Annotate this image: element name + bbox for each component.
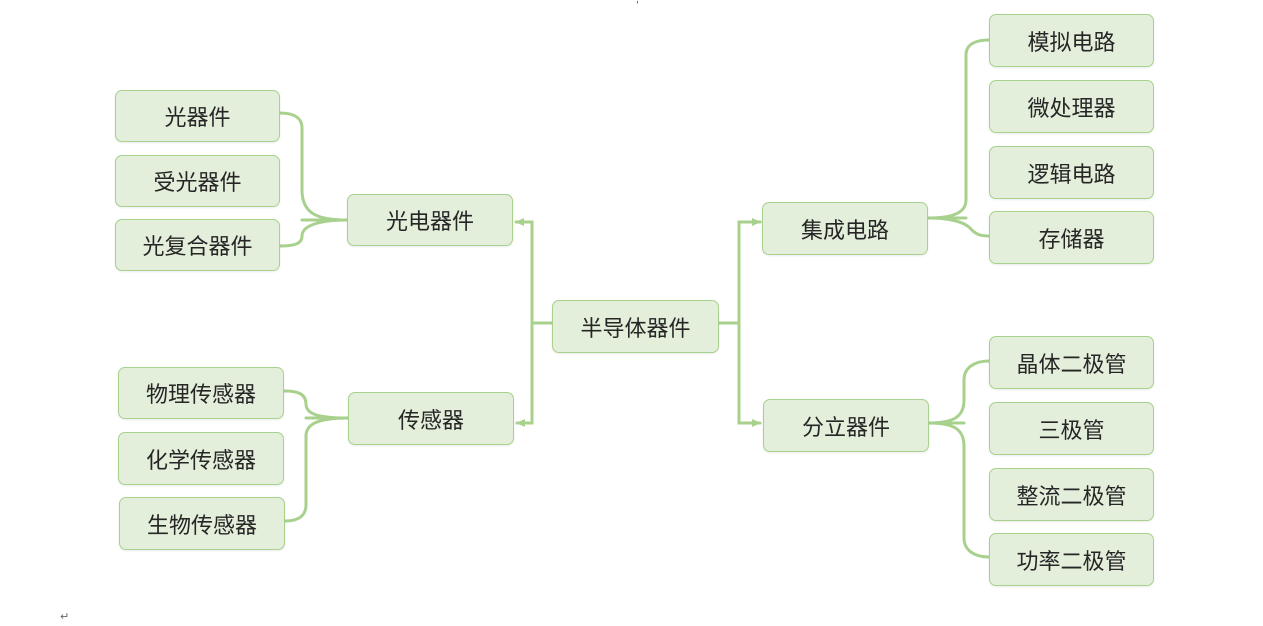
leaf-ic-1: 模拟电路 (989, 14, 1154, 67)
edge-opto-leaf1 (278, 111, 349, 222)
paragraph-mark-icon: ↵ (60, 610, 70, 623)
branch-discrete: 分立器件 (763, 399, 929, 452)
edge-root-ic (717, 218, 762, 325)
leaf-ic-2: 微处理器 (989, 80, 1154, 133)
edge-opto-leaf3 (278, 218, 349, 248)
branch-ic: 集成电路 (762, 202, 928, 255)
edge-root-optoelectronic (514, 218, 554, 325)
edge-sensor-leaf3 (283, 416, 350, 523)
edge-root-sensor (515, 321, 534, 427)
edge-discrete-leaf1 (926, 359, 991, 425)
branch-sensor: 传感器 (348, 392, 514, 445)
text-caret-icon: ˌ (636, 0, 639, 5)
leaf-discrete-4: 功率二极管 (989, 533, 1154, 586)
root-node: 半导体器件 (552, 300, 719, 353)
leaf-discrete-1: 晶体二极管 (989, 336, 1154, 389)
leaf-discrete-3: 整流二极管 (989, 468, 1154, 521)
branch-optoelectronic: 光电器件 (347, 194, 513, 246)
edge-sensor-leaf1 (283, 389, 350, 420)
leaf-optoelectronic-1: 光器件 (115, 90, 280, 142)
leaf-discrete-2: 三极管 (989, 402, 1154, 455)
edge-root-discrete (737, 321, 762, 427)
leaf-optoelectronic-2: 受光器件 (115, 155, 280, 207)
edge-ic-leaf1 (926, 38, 991, 220)
edge-ic-leaf4 (926, 216, 991, 238)
leaf-optoelectronic-3: 光复合器件 (115, 219, 280, 271)
leaf-sensor-3: 生物传感器 (119, 497, 285, 550)
leaf-sensor-2: 化学传感器 (118, 432, 284, 485)
leaf-ic-3: 逻辑电路 (989, 146, 1154, 199)
edge-discrete-leaf4 (926, 421, 991, 559)
leaf-ic-4: 存储器 (989, 211, 1154, 264)
leaf-sensor-1: 物理传感器 (118, 367, 284, 419)
